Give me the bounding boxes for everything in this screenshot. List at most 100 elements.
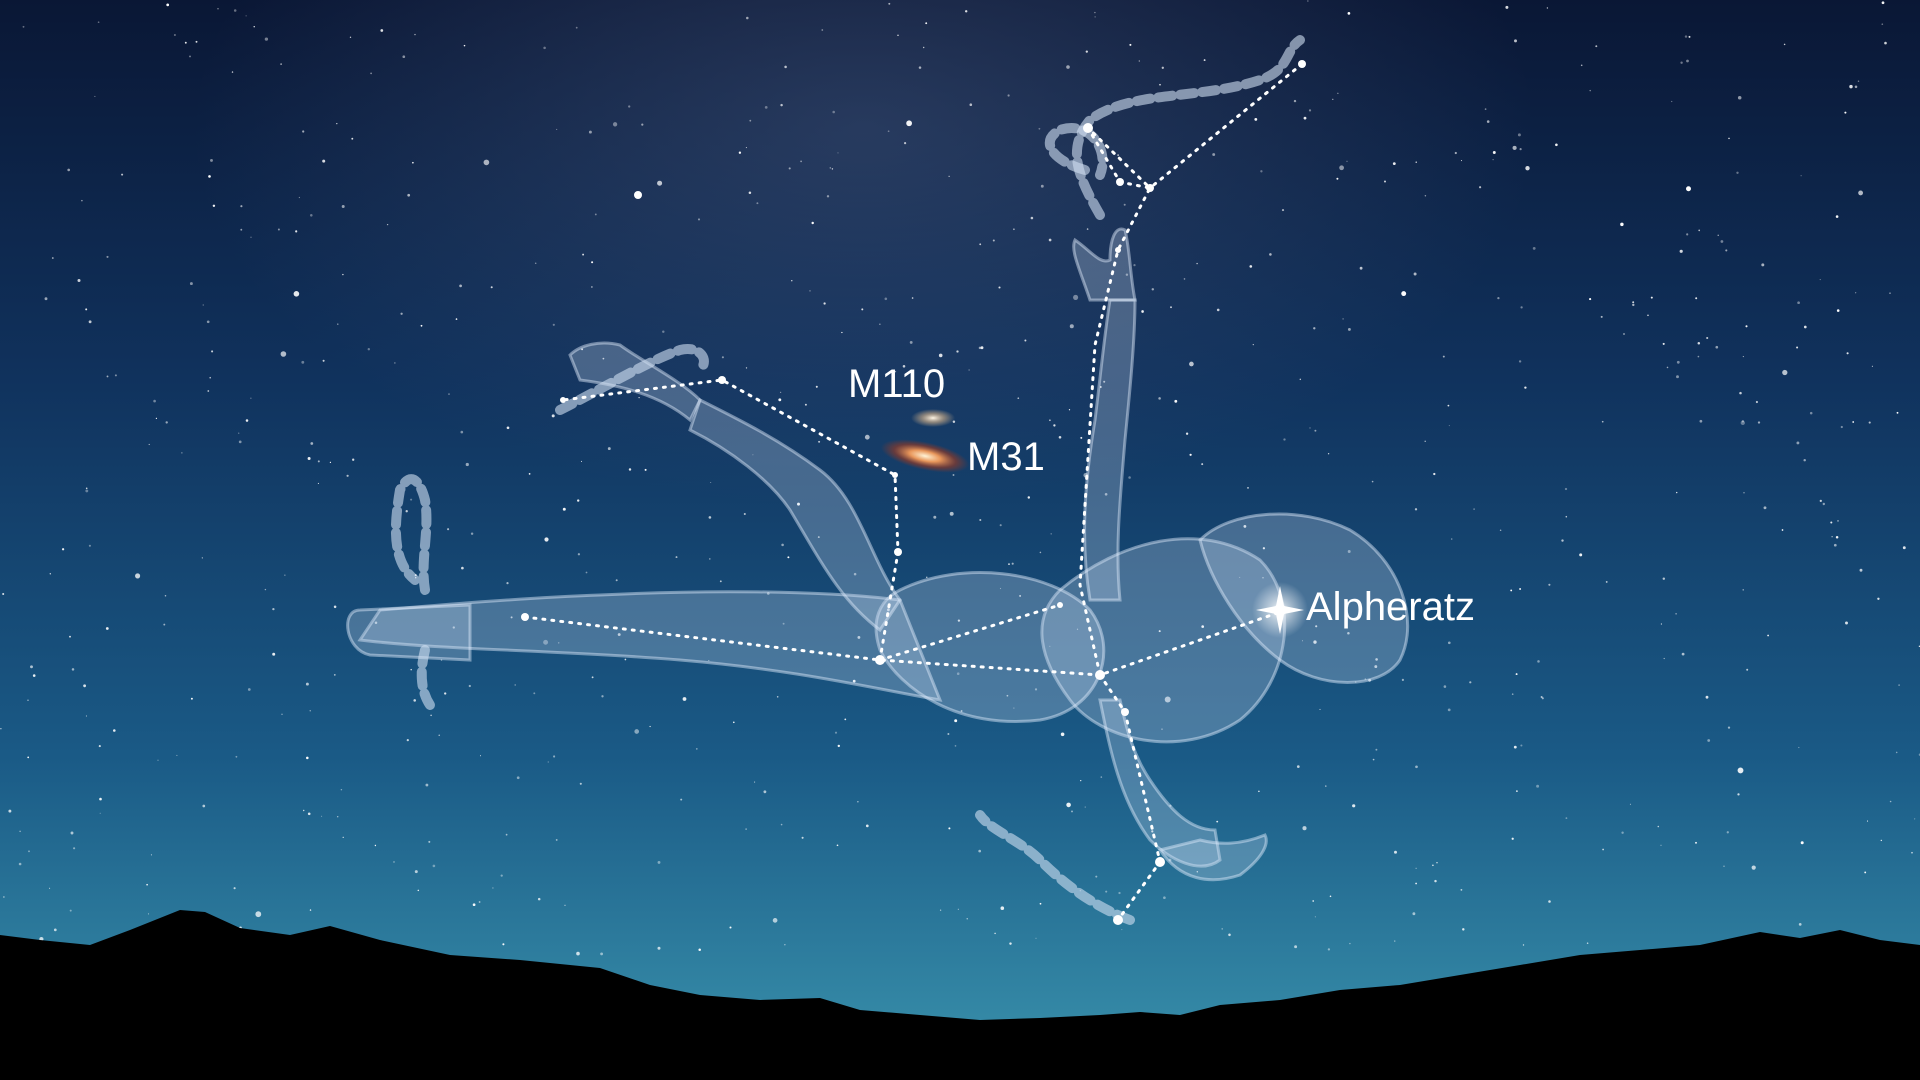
background-star bbox=[1058, 436, 1062, 439]
star-9 bbox=[1113, 915, 1123, 925]
background-star bbox=[1221, 928, 1223, 930]
background-star bbox=[1301, 640, 1304, 642]
line-lower bbox=[1098, 673, 1162, 922]
background-star bbox=[1049, 645, 1051, 647]
background-star bbox=[1800, 175, 1802, 177]
background-star bbox=[1460, 888, 1463, 891]
background-star bbox=[533, 692, 536, 695]
background-star bbox=[675, 556, 678, 559]
background-star bbox=[272, 652, 276, 656]
background-star bbox=[745, 367, 748, 369]
background-star bbox=[1854, 85, 1858, 89]
background-star bbox=[577, 499, 580, 502]
background-star bbox=[212, 204, 216, 208]
background-star bbox=[555, 838, 558, 841]
background-star bbox=[852, 679, 856, 683]
background-star bbox=[428, 840, 431, 843]
star-1 bbox=[1298, 60, 1306, 68]
background-star bbox=[483, 159, 490, 166]
background-star bbox=[1681, 652, 1685, 656]
background-star bbox=[1717, 234, 1719, 236]
background-star bbox=[938, 353, 943, 358]
background-star bbox=[1728, 137, 1730, 140]
background-star bbox=[1835, 215, 1839, 218]
background-star bbox=[148, 443, 150, 446]
background-star bbox=[99, 812, 101, 814]
background-star bbox=[472, 903, 476, 907]
background-star bbox=[1203, 59, 1206, 62]
background-star bbox=[1647, 314, 1649, 317]
background-star bbox=[1632, 301, 1635, 304]
background-star bbox=[1737, 96, 1742, 100]
background-star bbox=[245, 419, 249, 422]
background-star bbox=[516, 776, 520, 780]
background-star bbox=[904, 142, 907, 145]
background-star bbox=[506, 426, 510, 430]
background-star bbox=[1699, 419, 1703, 423]
m110-galaxy bbox=[911, 409, 955, 427]
background-star bbox=[393, 861, 395, 863]
background-star bbox=[163, 623, 166, 626]
background-star bbox=[386, 223, 389, 226]
background-star bbox=[317, 482, 319, 484]
background-star bbox=[284, 574, 286, 576]
background-star bbox=[67, 168, 71, 172]
background-star bbox=[788, 167, 791, 170]
background-star bbox=[1621, 831, 1624, 834]
chain-left-bottom bbox=[416, 645, 435, 710]
background-star bbox=[302, 130, 305, 133]
background-star bbox=[800, 160, 802, 163]
background-star bbox=[1798, 923, 1802, 926]
background-star bbox=[1516, 790, 1518, 792]
background-star bbox=[1185, 432, 1189, 435]
background-star bbox=[329, 461, 332, 464]
background-star bbox=[1293, 99, 1297, 103]
background-star bbox=[776, 696, 779, 698]
background-star bbox=[1880, 839, 1882, 842]
background-star bbox=[184, 41, 187, 44]
background-star bbox=[1294, 945, 1298, 949]
background-star bbox=[1374, 665, 1378, 669]
background-star bbox=[1902, 546, 1906, 550]
background-star bbox=[1679, 249, 1683, 253]
background-star bbox=[680, 798, 683, 801]
background-star bbox=[968, 369, 970, 371]
background-star bbox=[999, 524, 1002, 527]
background-star bbox=[1623, 333, 1625, 335]
background-star bbox=[1299, 378, 1302, 381]
background-star bbox=[1763, 506, 1767, 510]
background-star bbox=[310, 442, 314, 445]
background-star bbox=[1080, 779, 1082, 782]
figure-arm-lower bbox=[1098, 698, 1222, 868]
background-star bbox=[61, 548, 65, 551]
background-star bbox=[280, 63, 282, 65]
background-star bbox=[780, 823, 783, 826]
background-star bbox=[832, 110, 835, 114]
background-star bbox=[888, 2, 891, 5]
background-star bbox=[784, 944, 786, 946]
background-star bbox=[708, 516, 712, 519]
background-star bbox=[894, 370, 897, 373]
background-star bbox=[505, 833, 508, 836]
background-star bbox=[1519, 588, 1522, 590]
background-star bbox=[1540, 696, 1543, 698]
background-star bbox=[106, 375, 109, 378]
background-star bbox=[1684, 35, 1688, 38]
background-star bbox=[1347, 632, 1350, 635]
background-star bbox=[746, 16, 749, 20]
background-star bbox=[1364, 678, 1367, 680]
background-star bbox=[1737, 793, 1740, 796]
background-star bbox=[1339, 165, 1344, 171]
background-star bbox=[1315, 625, 1318, 628]
background-star bbox=[585, 571, 588, 574]
background-star bbox=[1053, 424, 1056, 427]
background-star bbox=[301, 360, 305, 364]
alpheratz-star bbox=[1252, 582, 1308, 638]
background-star bbox=[380, 29, 384, 32]
background-star bbox=[202, 304, 204, 306]
background-star bbox=[19, 830, 21, 833]
background-star bbox=[1183, 278, 1186, 280]
background-star bbox=[302, 809, 305, 812]
background-star bbox=[1095, 875, 1098, 878]
background-star bbox=[791, 280, 793, 282]
